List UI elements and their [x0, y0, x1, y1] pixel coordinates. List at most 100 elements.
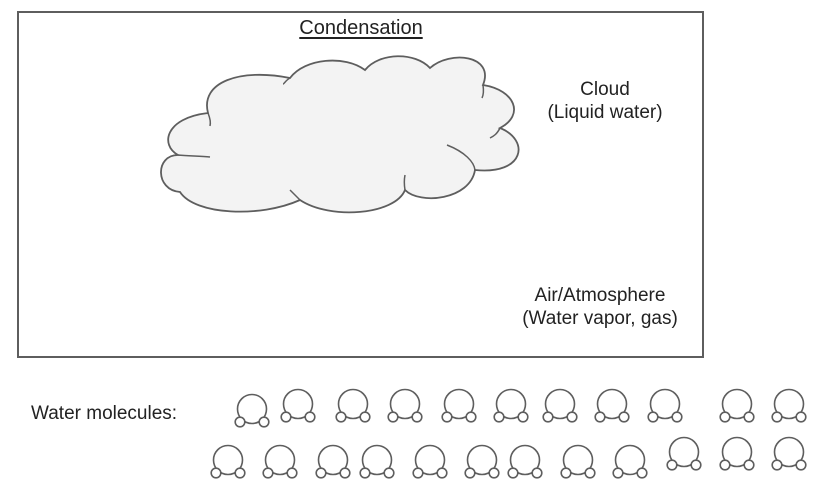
hydrogen-atom [441, 411, 453, 423]
hydrogen-atom [262, 467, 274, 479]
hydrogen-atom [618, 411, 630, 423]
hydrogen-atom [666, 459, 678, 471]
hydrogen-atom [560, 467, 572, 479]
water-molecules-label: Water molecules: [31, 403, 178, 424]
water-molecule [387, 388, 423, 423]
atmosphere-box [17, 11, 704, 358]
oxygen-atom [649, 388, 681, 420]
cloud-crease [177, 154, 211, 158]
water-molecule [441, 388, 477, 423]
hydrogen-atom [234, 467, 246, 479]
hydrogen-atom [771, 411, 783, 423]
hydrogen-atom [531, 467, 543, 479]
oxygen-atom [614, 444, 646, 476]
oxygen-atom [773, 388, 805, 420]
oxygen-atom [361, 444, 393, 476]
hydrogen-atom [743, 411, 755, 423]
cloud-label-line2: (Liquid water) [547, 102, 663, 123]
hydrogen-atom [412, 467, 424, 479]
hydrogen-atom [436, 467, 448, 479]
diagram-title: Condensation [299, 17, 423, 39]
water-molecule [719, 436, 755, 471]
water-molecule [315, 444, 351, 479]
water-molecule [210, 444, 246, 479]
water-molecule [647, 388, 683, 423]
air-label-line2: (Water vapor, gas) [522, 308, 678, 329]
hydrogen-atom [465, 411, 477, 423]
hydrogen-atom [304, 411, 316, 423]
hydrogen-atom [594, 411, 606, 423]
oxygen-atom [721, 436, 753, 468]
water-molecules-group [210, 388, 807, 479]
hydrogen-atom [488, 467, 500, 479]
cloud-crease [207, 112, 212, 127]
water-molecule [493, 388, 529, 423]
water-molecule [359, 444, 395, 479]
water-molecule [542, 388, 578, 423]
cloud-crease [289, 189, 301, 201]
water-molecule [507, 444, 543, 479]
oxygen-atom [668, 436, 700, 468]
hydrogen-atom [584, 467, 596, 479]
hydrogen-atom [671, 411, 683, 423]
hydrogen-atom [795, 411, 807, 423]
hydrogen-atom [359, 467, 371, 479]
oxygen-atom [544, 388, 576, 420]
oxygen-atom [389, 388, 421, 420]
hydrogen-atom [507, 467, 519, 479]
hydrogen-atom [234, 416, 246, 428]
water-molecule [464, 444, 500, 479]
water-molecule [234, 393, 270, 428]
hydrogen-atom [719, 459, 731, 471]
oxygen-atom [317, 444, 349, 476]
water-molecule [335, 388, 371, 423]
hydrogen-atom [493, 411, 505, 423]
hydrogen-atom [743, 459, 755, 471]
water-molecule [612, 444, 648, 479]
oxygen-atom [773, 436, 805, 468]
oxygen-atom [282, 388, 314, 420]
hydrogen-atom [636, 467, 648, 479]
hydrogen-atom [690, 459, 702, 471]
oxygen-atom [443, 388, 475, 420]
hydrogen-atom [258, 416, 270, 428]
oxygen-atom [212, 444, 244, 476]
hydrogen-atom [795, 459, 807, 471]
water-molecule [280, 388, 316, 423]
water-molecule [719, 388, 755, 423]
oxygen-atom [264, 444, 296, 476]
cloud-label-line1: Cloud [580, 79, 630, 100]
hydrogen-atom [339, 467, 351, 479]
hydrogen-atom [612, 467, 624, 479]
water-molecule [771, 388, 807, 423]
hydrogen-atom [647, 411, 659, 423]
oxygen-atom [495, 388, 527, 420]
oxygen-atom [721, 388, 753, 420]
hydrogen-atom [387, 411, 399, 423]
cloud-shape [160, 55, 520, 214]
water-molecule [771, 436, 807, 471]
cloud-crease [282, 77, 291, 85]
oxygen-atom [596, 388, 628, 420]
cloud-crease [481, 84, 485, 99]
oxygen-atom [236, 393, 268, 425]
cloud-crease [403, 174, 406, 191]
cloud-label: Cloud (Liquid water) [520, 78, 690, 124]
cloud-crease [446, 144, 476, 171]
hydrogen-atom [359, 411, 371, 423]
oxygen-atom [466, 444, 498, 476]
hydrogen-atom [411, 411, 423, 423]
oxygen-atom [509, 444, 541, 476]
water-molecule [560, 444, 596, 479]
hydrogen-atom [383, 467, 395, 479]
hydrogen-atom [517, 411, 529, 423]
water-molecule [666, 436, 702, 471]
water-molecule [262, 444, 298, 479]
oxygen-atom [337, 388, 369, 420]
hydrogen-atom [719, 411, 731, 423]
hydrogen-atom [315, 467, 327, 479]
water-molecule [412, 444, 448, 479]
water-molecule [594, 388, 630, 423]
oxygen-atom [414, 444, 446, 476]
